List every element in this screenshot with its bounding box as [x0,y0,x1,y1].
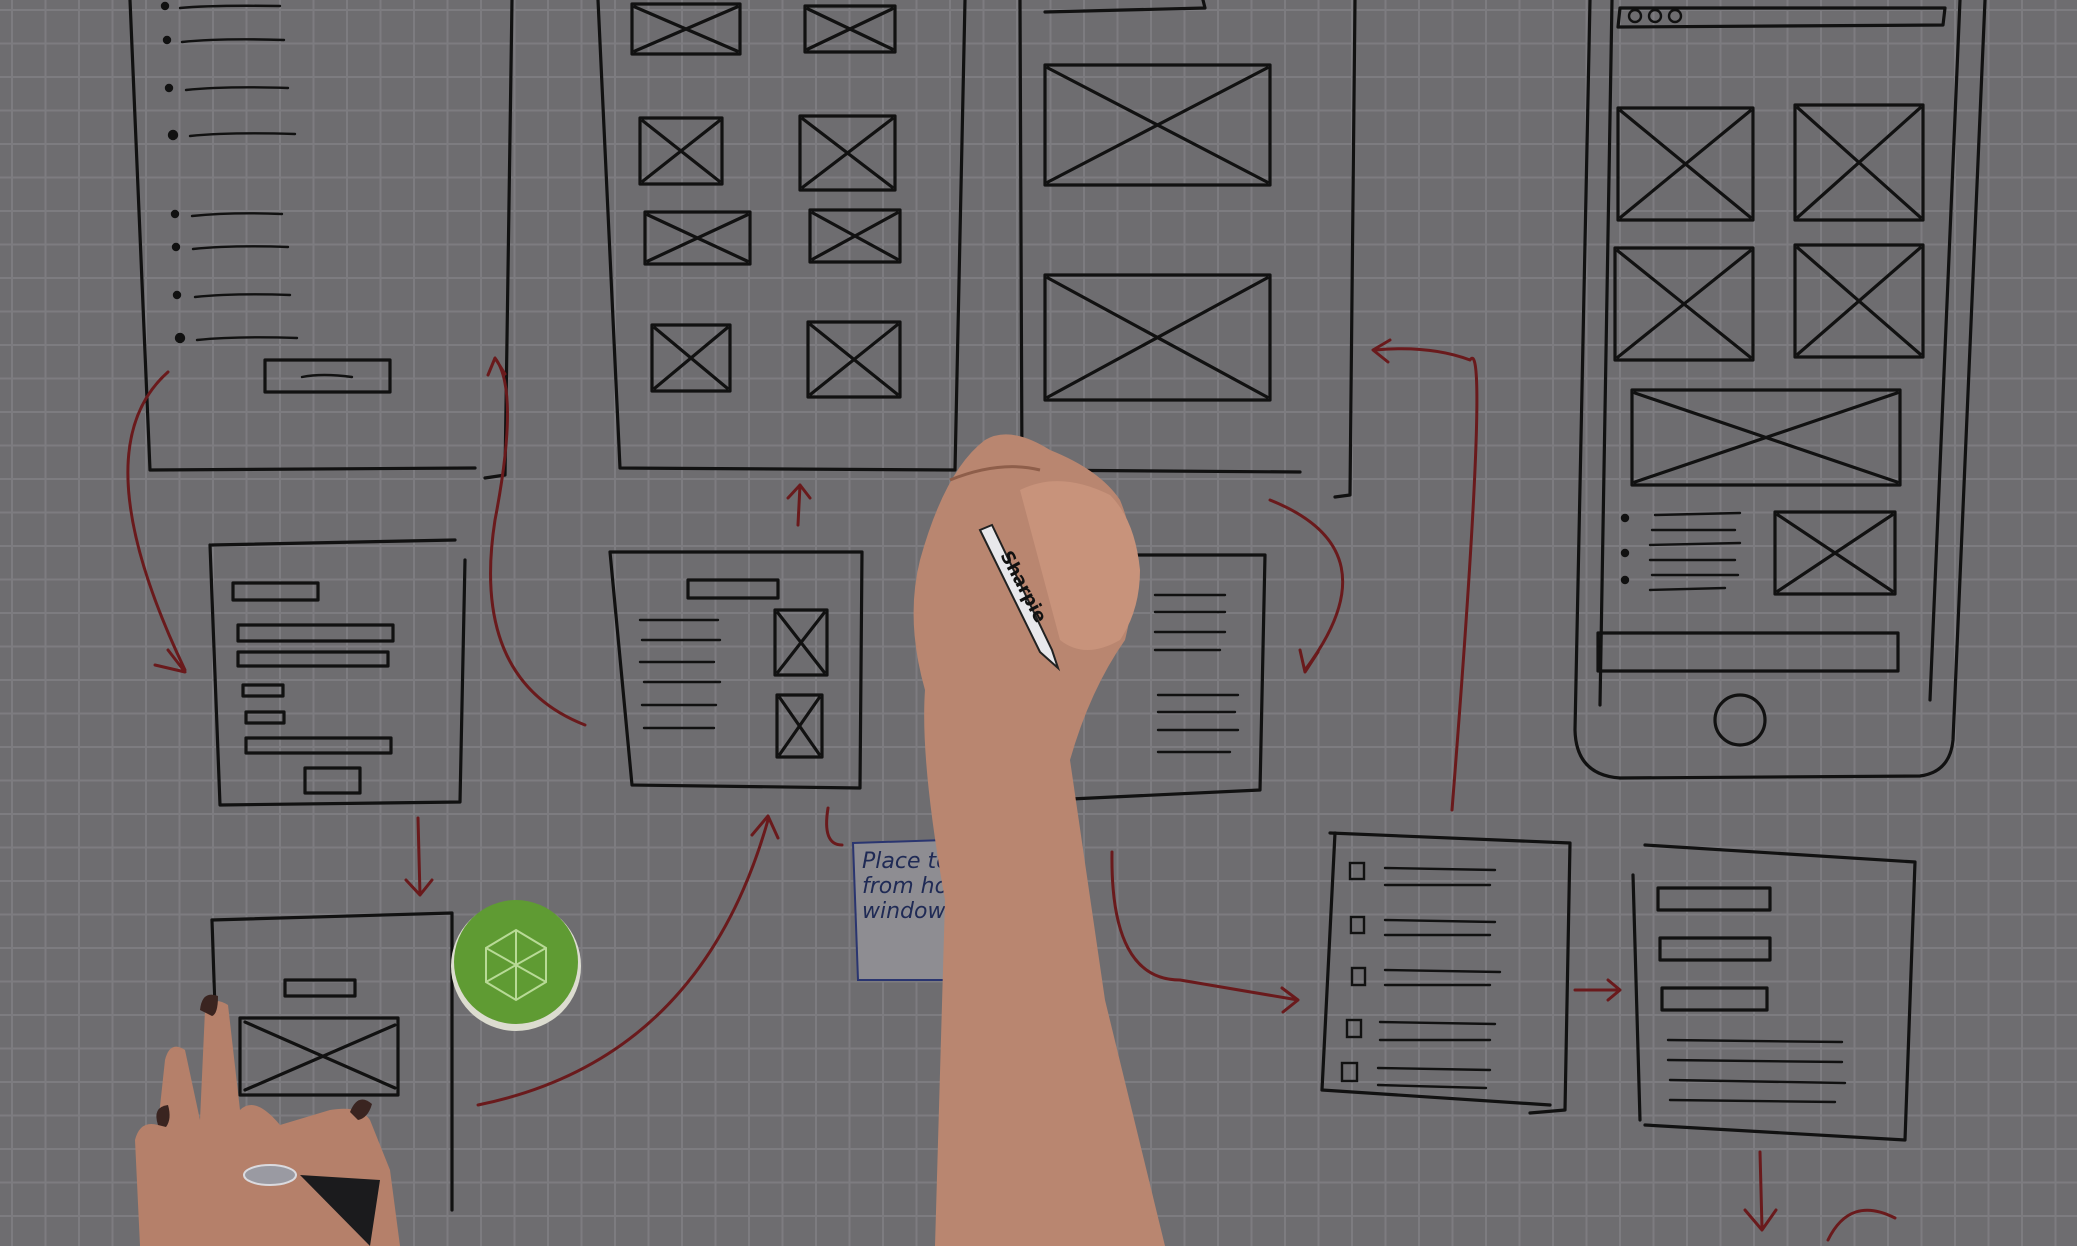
wireframe-menu-screen [1631,843,1917,1142]
wireframe-list-screen [128,0,514,480]
wireframe-gallery-screen [596,0,967,472]
image-placeholder [638,116,724,186]
image-placeholder [1043,273,1272,402]
wireframe-detail-screen [1018,0,1357,499]
image-placeholder [806,320,902,399]
image-placeholder [1616,106,1755,222]
hand-holding-marker: Sharpie [913,434,1165,1246]
image-placeholder [1793,243,1925,359]
flow-arrows [126,338,1897,1242]
image-placeholder [1630,388,1902,487]
image-placeholder [1773,510,1897,596]
image-placeholder [808,208,902,264]
image-placeholder [1043,63,1272,187]
wireframe-form-screen [208,538,467,807]
image-placeholder [650,323,732,393]
green-sticker [451,900,581,1031]
sticky-note-line-3: window [862,899,946,924]
image-placeholder [643,210,752,266]
image-placeholder [775,693,824,759]
image-placeholder [630,2,742,56]
image-placeholder [1793,103,1925,222]
wireframe-phone [1573,0,1987,780]
wireframe-checklist-screen [1320,831,1572,1115]
wireframe-partial-screen [1048,553,1267,802]
image-placeholder [773,608,829,677]
image-placeholder [803,4,897,54]
image-placeholder [1613,246,1755,362]
left-hand [135,994,400,1246]
wireframe-article-screen [608,550,864,790]
image-placeholder [798,114,897,192]
